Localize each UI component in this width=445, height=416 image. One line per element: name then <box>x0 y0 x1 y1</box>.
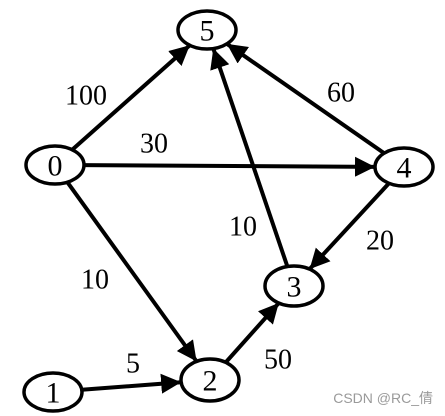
edge-weight-3-to-5: 10 <box>229 212 257 243</box>
edge-1-to-2 <box>81 373 182 394</box>
edge-2-to-3 <box>224 301 281 364</box>
edge-3-to-5 <box>210 47 290 268</box>
watermark: CSDN @RC_倩 <box>333 390 433 406</box>
node-2-label: 2 <box>203 365 218 398</box>
node-4-ellipse <box>373 146 435 188</box>
node-1-label: 1 <box>46 377 61 410</box>
edge-weights-layer: 100 30 10 5 50 10 60 20 <box>65 78 394 380</box>
node-3: 3 <box>263 264 325 308</box>
edge-weight-0-to-4: 30 <box>140 129 168 160</box>
node-4-label: 4 <box>397 152 412 185</box>
edge-weight-0-to-5: 100 <box>65 81 107 112</box>
node-4: 4 <box>373 146 435 188</box>
node-1-ellipse <box>22 371 84 413</box>
edge-4-to-5 <box>225 42 386 155</box>
node-3-label: 3 <box>287 271 302 304</box>
node-0: 0 <box>24 144 86 186</box>
edge-weight-4-to-5: 60 <box>327 78 355 109</box>
node-5-ellipse <box>176 9 238 51</box>
nodes-layer: 0 1 2 3 4 5 <box>22 9 435 413</box>
edge-4-to-3 <box>308 181 391 271</box>
edges-layer <box>65 42 391 394</box>
node-0-ellipse <box>24 144 86 186</box>
edge-weight-4-to-3: 20 <box>366 226 394 257</box>
edge-0-to-4 <box>83 156 376 177</box>
edge-weight-1-to-2: 5 <box>126 349 140 380</box>
node-2: 2 <box>179 357 241 403</box>
edge-weight-0-to-2: 10 <box>81 265 109 296</box>
node-0-label: 0 <box>48 150 63 183</box>
node-1: 1 <box>22 371 84 413</box>
node-5-label: 5 <box>200 15 215 48</box>
edge-0-to-2 <box>65 181 199 363</box>
node-3-ellipse <box>263 264 325 308</box>
node-2-ellipse <box>179 357 241 403</box>
edge-weight-2-to-3: 50 <box>264 345 292 376</box>
edge-0-to-5 <box>70 43 192 152</box>
node-5: 5 <box>176 9 238 51</box>
